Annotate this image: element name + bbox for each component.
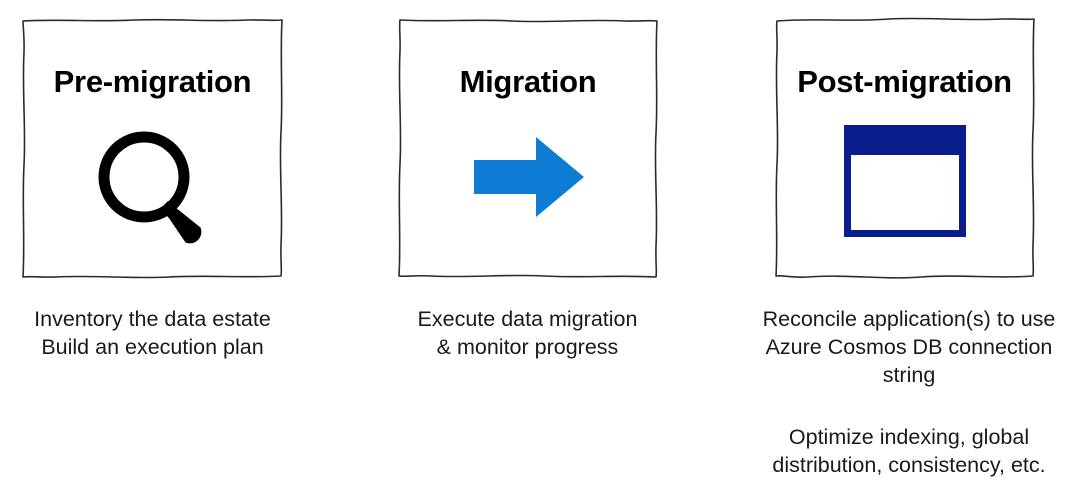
panel-migration: Migration bbox=[396, 17, 660, 280]
panel-pre-migration: Pre-migration bbox=[20, 17, 285, 280]
caption-line: & monitor progress bbox=[436, 335, 619, 359]
caption-line: Reconcile application(s) to use bbox=[762, 307, 1056, 331]
arrow-right-icon bbox=[474, 137, 584, 217]
application-window-icon bbox=[844, 125, 966, 237]
panel-title-post-migration: Post-migration bbox=[797, 64, 1012, 99]
caption-post-migration: Reconcile application(s) to use Azure Co… bbox=[733, 305, 1085, 389]
caption-line: Inventory the data estate bbox=[34, 307, 271, 331]
caption-line: Optimize indexing, global bbox=[788, 425, 1030, 449]
caption-line: string bbox=[882, 363, 936, 387]
caption-line: distribution, consistency, etc. bbox=[772, 453, 1046, 477]
caption-line: Execute data migration bbox=[417, 307, 638, 331]
panel-post-migration: Post-migration bbox=[772, 17, 1037, 280]
caption-line: Build an execution plan bbox=[41, 335, 264, 359]
caption-line: Azure Cosmos DB connection bbox=[765, 335, 1053, 359]
caption-post-migration-secondary: Optimize indexing, global distribution, … bbox=[733, 423, 1085, 479]
caption-migration: Execute data migration & monitor progres… bbox=[375, 305, 680, 361]
panel-title-pre-migration: Pre-migration bbox=[53, 64, 252, 99]
panel-title-migration: Migration bbox=[459, 64, 597, 99]
caption-pre-migration: Inventory the data estate Build an execu… bbox=[0, 305, 305, 361]
magnifier-icon bbox=[92, 125, 216, 249]
